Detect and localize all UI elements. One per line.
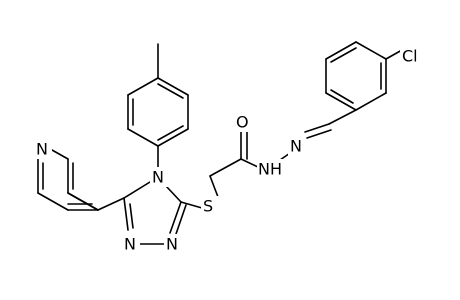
sulfur-label-bg — [201, 196, 219, 216]
triazole-n1-label-bg — [122, 234, 140, 254]
triazole-n4-label-bg — [150, 167, 168, 187]
bond — [355, 92, 387, 111]
bond — [127, 128, 159, 147]
bond — [209, 175, 219, 198]
carbonyl-oxygen-label-bg — [234, 112, 252, 132]
bond — [180, 201, 203, 209]
bond — [157, 128, 189, 147]
bond — [67, 192, 99, 211]
bond — [304, 123, 330, 133]
bond — [385, 49, 403, 60]
hydrazide-nh-label-bg — [257, 159, 285, 179]
bonds — [37, 41, 403, 245]
bond — [157, 83, 184, 99]
imine-n-label: N — [290, 137, 302, 156]
bond — [175, 204, 187, 235]
bond — [127, 77, 159, 96]
bond — [306, 129, 332, 139]
bond — [51, 149, 69, 160]
bond — [157, 77, 189, 96]
bond — [165, 185, 182, 203]
carbonyl-oxygen-label: O — [236, 113, 249, 132]
pyridine-n-label: N — [36, 140, 48, 159]
bond — [355, 41, 387, 60]
bond — [240, 158, 259, 168]
chlorine-label: Cl — [402, 47, 418, 66]
triazole-n2-label-bg — [164, 234, 182, 254]
atom-labels: Cl O N NH S N N N N — [34, 46, 428, 254]
bond — [325, 92, 357, 111]
sulfur-label: S — [203, 197, 213, 216]
bond — [123, 197, 129, 231]
bond — [157, 125, 184, 141]
hydrazide-nh-label: NH — [258, 160, 282, 179]
bond — [97, 197, 125, 211]
bond — [169, 201, 182, 234]
bond — [123, 181, 151, 199]
triazole-n2-label: N — [166, 235, 178, 254]
bond — [37, 192, 69, 211]
bond — [330, 89, 354, 104]
triazole-n1-label: N — [124, 235, 136, 254]
bond — [330, 47, 357, 63]
pyridine-n-label-bg — [34, 139, 52, 159]
bond — [328, 109, 357, 125]
bond — [129, 203, 134, 229]
bond — [325, 41, 357, 60]
bond — [209, 158, 242, 177]
chlorine-label-bg — [400, 46, 428, 66]
imine-n-label-bg — [288, 136, 306, 156]
triazole-n4-label: N — [152, 168, 164, 187]
